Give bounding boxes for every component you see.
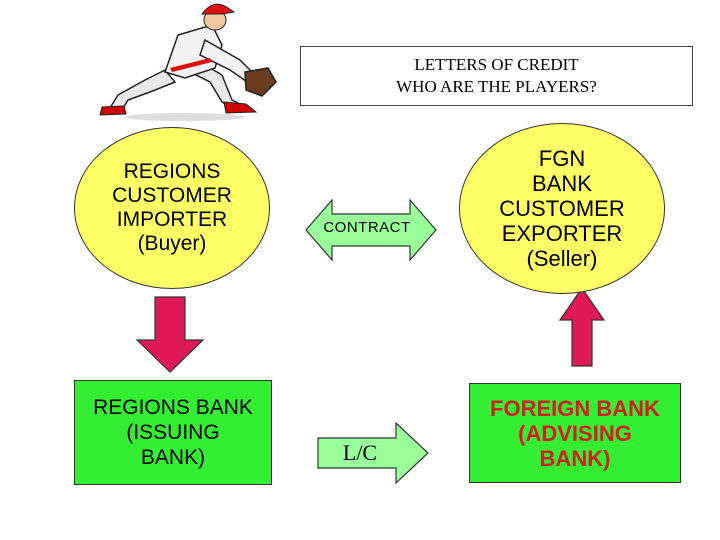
seller-line: (Seller) — [526, 246, 598, 271]
title-line-2: WHO ARE THE PLAYERS? — [396, 77, 597, 96]
issuing-bank-line: REGIONS BANK — [93, 396, 253, 419]
advising-bank-line: (ADVISING — [518, 420, 632, 446]
seller-line: CUSTOMER — [499, 196, 625, 221]
title-box: LETTERS OF CREDIT WHO ARE THE PLAYERS? — [300, 46, 693, 106]
buyer-line: IMPORTER — [116, 208, 228, 231]
issuing-bank-line: BANK) — [140, 446, 206, 469]
advising-bank-line: BANK) — [539, 445, 611, 471]
lc-label: L/C — [342, 440, 378, 465]
contract-arrow — [305, 198, 437, 262]
issuing-bank-box: REGIONS BANK (ISSUING BANK) — [74, 380, 272, 485]
title-line-1: LETTERS OF CREDIT — [414, 55, 579, 74]
advising-bank-box: FOREIGN BANK (ADVISING BANK) — [469, 383, 681, 483]
seller-line: FGN — [538, 146, 586, 171]
buyer-oval: REGIONS CUSTOMER IMPORTER (Buyer) — [74, 127, 270, 289]
advising-bank-line: FOREIGN BANK — [490, 395, 660, 421]
buyer-line: (Buyer) — [137, 232, 207, 255]
buyer-line: CUSTOMER — [112, 184, 232, 207]
lc-arrow — [317, 421, 429, 485]
seller-oval: FGN BANK CUSTOMER EXPORTER (Seller) — [459, 123, 665, 294]
buyer-line: REGIONS — [123, 160, 221, 183]
issuing-bank-line: (ISSUING — [126, 421, 220, 444]
seller-line: BANK — [532, 171, 592, 196]
down-arrow — [135, 296, 205, 373]
up-arrow — [558, 286, 606, 367]
contract-label: CONTRACT — [323, 219, 411, 236]
seller-line: EXPORTER — [501, 221, 623, 246]
